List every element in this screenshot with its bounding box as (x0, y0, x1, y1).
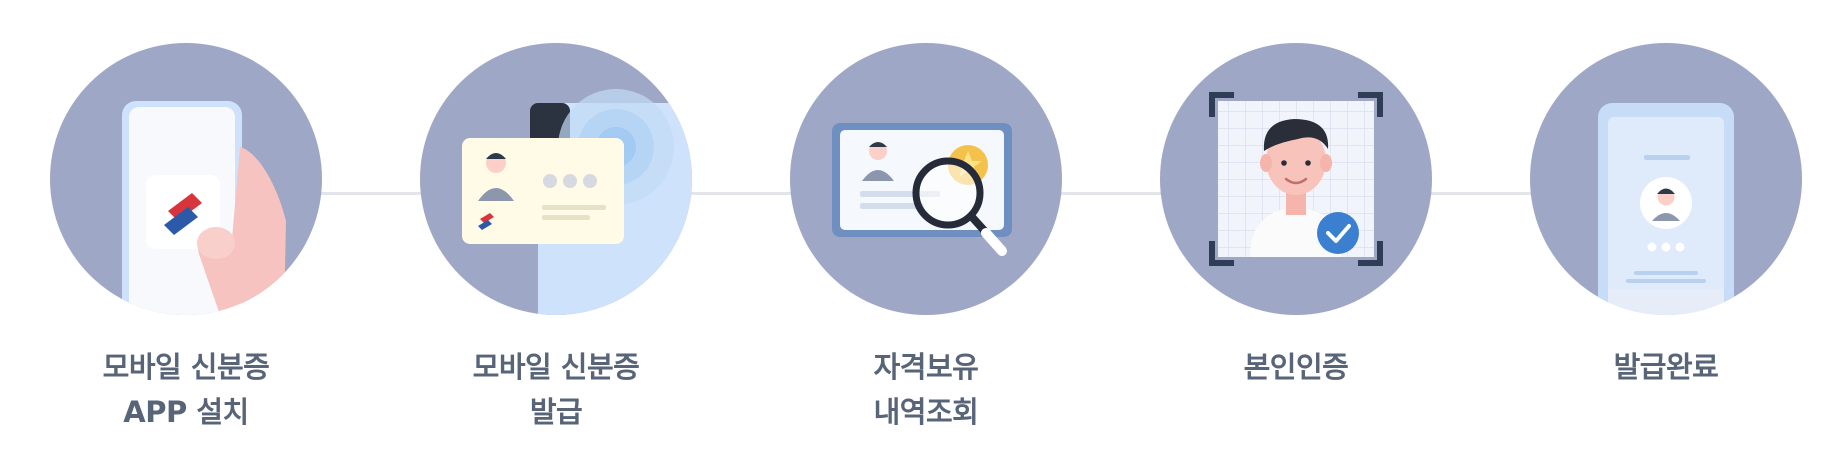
step-illustration (1530, 43, 1802, 315)
id-card-issue-icon (462, 89, 692, 315)
step-illustration (790, 43, 1062, 315)
step-label-line: 내역조회 (873, 395, 979, 429)
step-illustration (420, 43, 692, 315)
step-label-line: 모바일 신분증 (102, 350, 270, 384)
step-label: 자격보유 내역조회 (874, 345, 979, 435)
certificate-search-icon (832, 123, 1012, 256)
step-label-line: APP 설치 (123, 395, 249, 429)
step-label-line: 자격보유 (873, 350, 979, 384)
step-label: 모바일 신분증 APP 설치 (103, 345, 270, 435)
step-label: 본인인증 (1244, 345, 1349, 390)
step-label: 발급완료 (1614, 345, 1719, 390)
issue-complete-icon (1598, 103, 1734, 315)
step-connector (1410, 192, 1547, 195)
step-illustration (1160, 43, 1432, 315)
step-illustration (50, 43, 322, 315)
phone-app-install-icon (122, 101, 286, 315)
step-install-app: 모바일 신분증 APP 설치 (50, 43, 322, 435)
step-check-qualification: 자격보유 내역조회 (790, 43, 1062, 435)
step-label-line: 발급완료 (1613, 350, 1719, 384)
step-label-line: 본인인증 (1243, 350, 1349, 384)
step-identity-verification: 본인인증 (1160, 43, 1432, 390)
step-issue-complete: 발급완료 (1530, 43, 1802, 390)
face-verification-icon (1209, 92, 1383, 266)
step-label: 모바일 신분증 발급 (473, 345, 640, 435)
step-connector (670, 192, 807, 195)
step-issue-id: 모바일 신분증 발급 (420, 43, 692, 435)
step-label-line: 발급 (529, 395, 583, 429)
step-connector (300, 192, 435, 195)
step-label-line: 모바일 신분증 (472, 350, 640, 384)
step-connector (1040, 192, 1177, 195)
